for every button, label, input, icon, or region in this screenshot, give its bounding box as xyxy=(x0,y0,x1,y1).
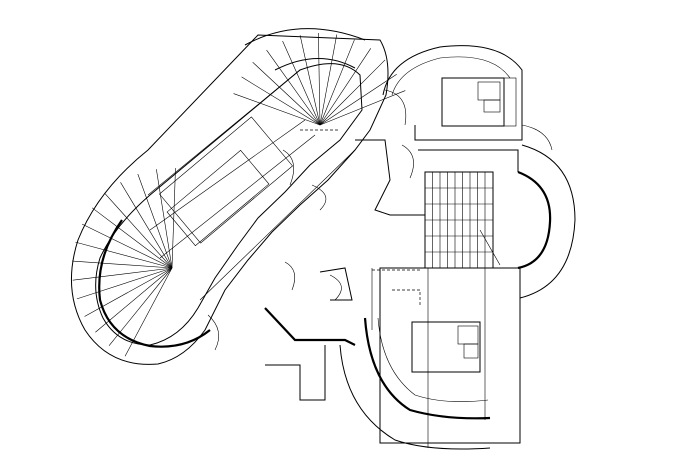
oval-hall xyxy=(70,34,389,365)
bedroom-north-outer-curve xyxy=(382,45,523,125)
stair-tread xyxy=(319,39,355,126)
stair-tread xyxy=(137,173,173,269)
nightstand-north xyxy=(503,77,517,127)
stair-tread xyxy=(75,241,173,269)
connector-wall-north xyxy=(355,139,425,216)
bed-north-pillow-2 xyxy=(483,99,501,113)
stair-tread xyxy=(108,267,173,346)
stair-tread xyxy=(72,260,173,269)
hall-axis-line xyxy=(147,69,301,196)
bed-south-pillow xyxy=(457,325,479,345)
stair-tread xyxy=(104,193,173,269)
door-swing-2 xyxy=(311,184,327,211)
stair-tread xyxy=(72,267,173,281)
stair-tread xyxy=(171,168,176,269)
bedroom-south-dashed xyxy=(392,289,421,305)
bedroom-north xyxy=(382,45,553,151)
bed-south-pillow-2 xyxy=(463,343,479,359)
hall-axis-line-2 xyxy=(199,149,356,301)
south-spiral-stair xyxy=(72,168,211,357)
main-stair-treads xyxy=(425,172,493,268)
door-swing-5 xyxy=(207,314,220,351)
vestibule-wall xyxy=(517,170,552,270)
hall-table xyxy=(159,116,293,244)
vestibule-outer-arc xyxy=(519,144,576,299)
hall-diagonal xyxy=(149,119,306,231)
bedroom-north-wall xyxy=(414,125,523,141)
vestibule-frame xyxy=(418,149,519,172)
stair-tread xyxy=(91,207,173,269)
closet-arc xyxy=(521,124,553,151)
stair-tread xyxy=(319,34,338,126)
south-stair-treads xyxy=(72,168,176,357)
stair-tread xyxy=(319,48,372,126)
stair-tread xyxy=(319,90,406,126)
hall-rug xyxy=(166,149,270,247)
stair-tread xyxy=(84,267,173,317)
connector-wall-south xyxy=(319,267,353,301)
oval-hall-inner-outline xyxy=(95,63,363,346)
stair-tread xyxy=(156,169,173,269)
south-stair-wall xyxy=(98,219,211,348)
stair-tread xyxy=(282,40,321,126)
door-swing-3 xyxy=(284,261,296,291)
bedroom-north-inner-curve xyxy=(391,56,511,96)
hall-diagonal-2 xyxy=(159,134,316,259)
bed-north-pillow xyxy=(477,81,501,101)
stair-tread xyxy=(76,267,173,300)
stair-tread xyxy=(95,267,173,333)
door-swing-7 xyxy=(401,144,414,179)
stair-landing-line xyxy=(479,229,501,266)
stair-tread xyxy=(81,223,173,269)
bedroom-south-curved-wall xyxy=(363,317,491,420)
stair-tread xyxy=(120,182,173,269)
door-swing-4 xyxy=(329,274,342,301)
stair-tread xyxy=(241,76,321,126)
stair-tread xyxy=(252,62,321,126)
bedroom-south-frame xyxy=(379,267,521,444)
bedroom-south xyxy=(339,267,521,450)
bedroom-south-outer-arc xyxy=(339,344,491,450)
central-connector xyxy=(207,89,425,401)
north-stair-treads xyxy=(233,33,406,126)
connector-thick-wall xyxy=(264,307,356,346)
bedroom-south-inner-arc xyxy=(377,317,489,402)
stair-tread xyxy=(124,267,173,357)
stair-tread xyxy=(233,93,321,126)
stair-tread xyxy=(299,35,321,126)
bed-south xyxy=(411,321,481,373)
north-stair-inner-arc xyxy=(274,58,356,71)
connector-step xyxy=(265,345,326,401)
north-stair-outer-arc xyxy=(244,28,366,46)
bed-north xyxy=(441,77,505,127)
door-swing-6 xyxy=(384,89,407,126)
stair-tread xyxy=(319,73,397,126)
north-spiral-stair xyxy=(233,28,406,126)
oval-hall-outer-outline xyxy=(70,34,389,365)
door-swing-1 xyxy=(282,149,295,186)
stair-tread xyxy=(319,59,386,126)
main-stair xyxy=(418,144,576,299)
stair-tread xyxy=(318,33,321,126)
stair-tread xyxy=(266,49,321,126)
